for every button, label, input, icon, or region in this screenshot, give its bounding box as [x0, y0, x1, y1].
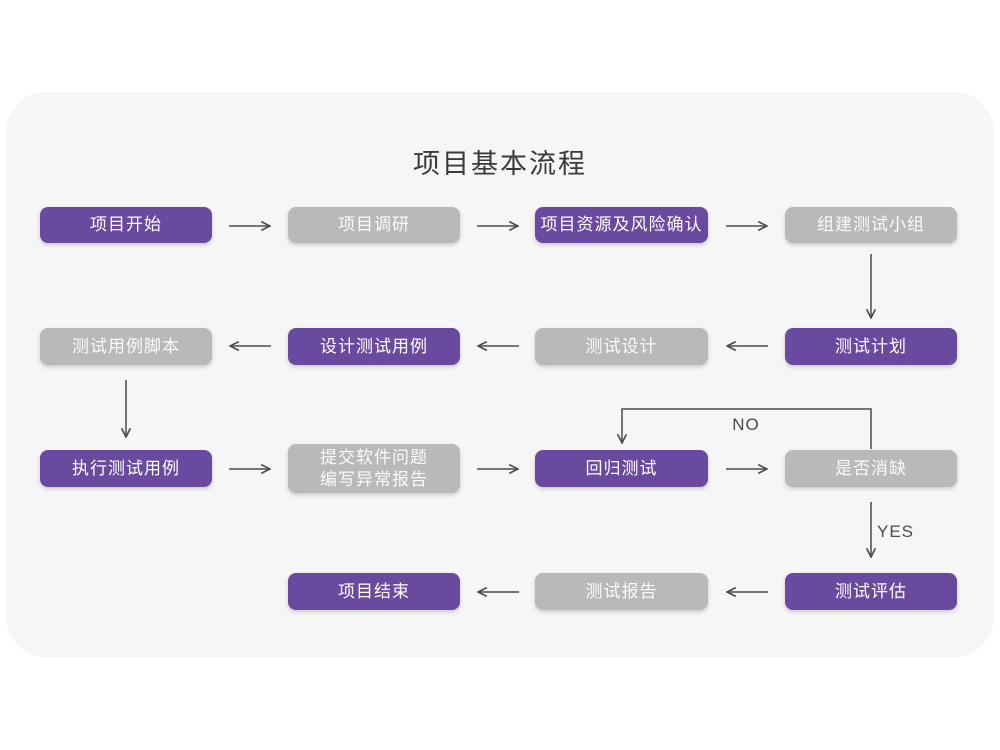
edge-label-yes: YES	[877, 522, 915, 541]
flowchart-card	[6, 92, 994, 657]
node-design-test-cases: 设计测试用例	[288, 328, 460, 365]
node-submit-issues-report: 提交软件问题 编写异常报告	[288, 444, 460, 493]
node-execute-test-cases: 执行测试用例	[40, 450, 212, 487]
node-test-evaluation: 测试评估	[785, 573, 957, 610]
page-title: 项目基本流程	[413, 149, 587, 179]
node-project-start: 项目开始	[40, 207, 212, 243]
node-test-case-script: 测试用例脚本	[40, 328, 212, 365]
node-test-design: 测试设计	[535, 328, 708, 365]
node-defect-resolved: 是否消缺	[785, 450, 957, 487]
node-build-test-team: 组建测试小组	[785, 207, 957, 243]
node-test-report: 测试报告	[535, 573, 708, 610]
node-project-end: 项目结束	[288, 573, 460, 610]
node-regression-test: 回归测试	[535, 450, 708, 487]
node-resources-risk-confirm: 项目资源及风险确认	[535, 207, 708, 243]
node-project-research: 项目调研	[288, 207, 460, 243]
edge-label-no: NO	[732, 415, 760, 434]
node-test-plan: 测试计划	[785, 328, 957, 365]
